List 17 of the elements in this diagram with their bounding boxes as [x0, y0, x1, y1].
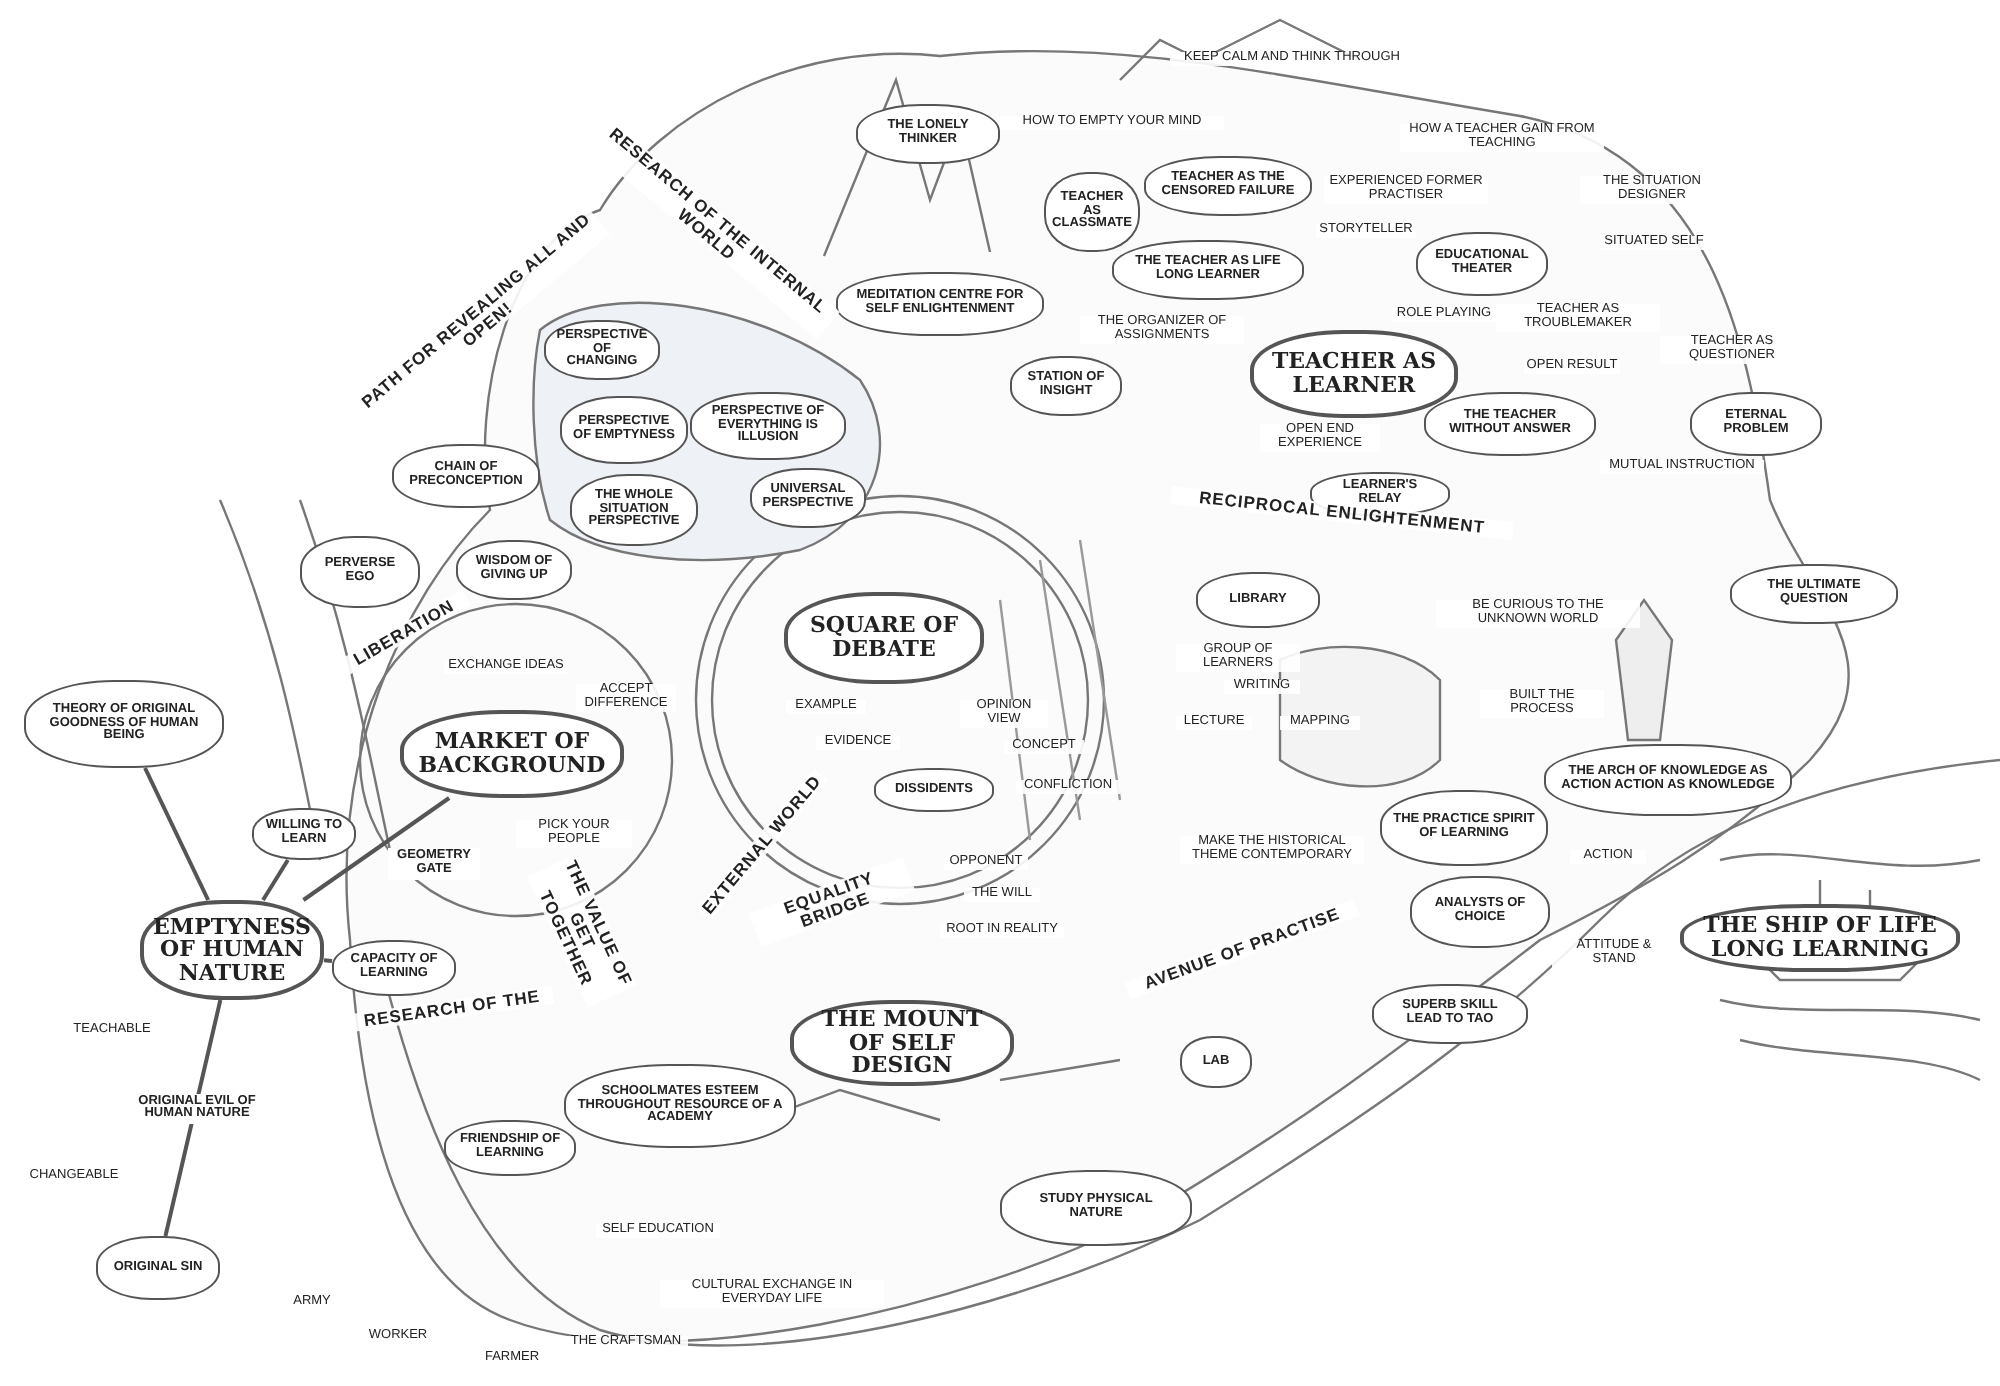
road-line [143, 767, 210, 901]
road-line [163, 999, 223, 1237]
bubble-text: EMPTYNESS OF HUMAN NATURE [153, 915, 311, 985]
road-line [261, 858, 290, 902]
idea-bubble [252, 808, 356, 860]
road-line [323, 958, 333, 964]
bubble-text: THE MOUNT OF SELF DESIGN [819, 1008, 985, 1078]
bubble-text: MARKET OF BACKGROUND [416, 730, 608, 778]
idea-bubble [332, 940, 456, 996]
bubble-text: SQUARE OF DEBATE [807, 614, 961, 662]
idea-bubble [1690, 392, 1822, 456]
idea-bubble [1372, 984, 1528, 1044]
bubble-text: TEACHER AS LEARNER [1269, 350, 1439, 398]
idea-bubble [392, 444, 540, 508]
idea-bubble [96, 1236, 220, 1300]
road-line [302, 796, 451, 902]
bubble-text: THE SHIP OF LIFE LONG LEARNING [1701, 914, 1939, 962]
